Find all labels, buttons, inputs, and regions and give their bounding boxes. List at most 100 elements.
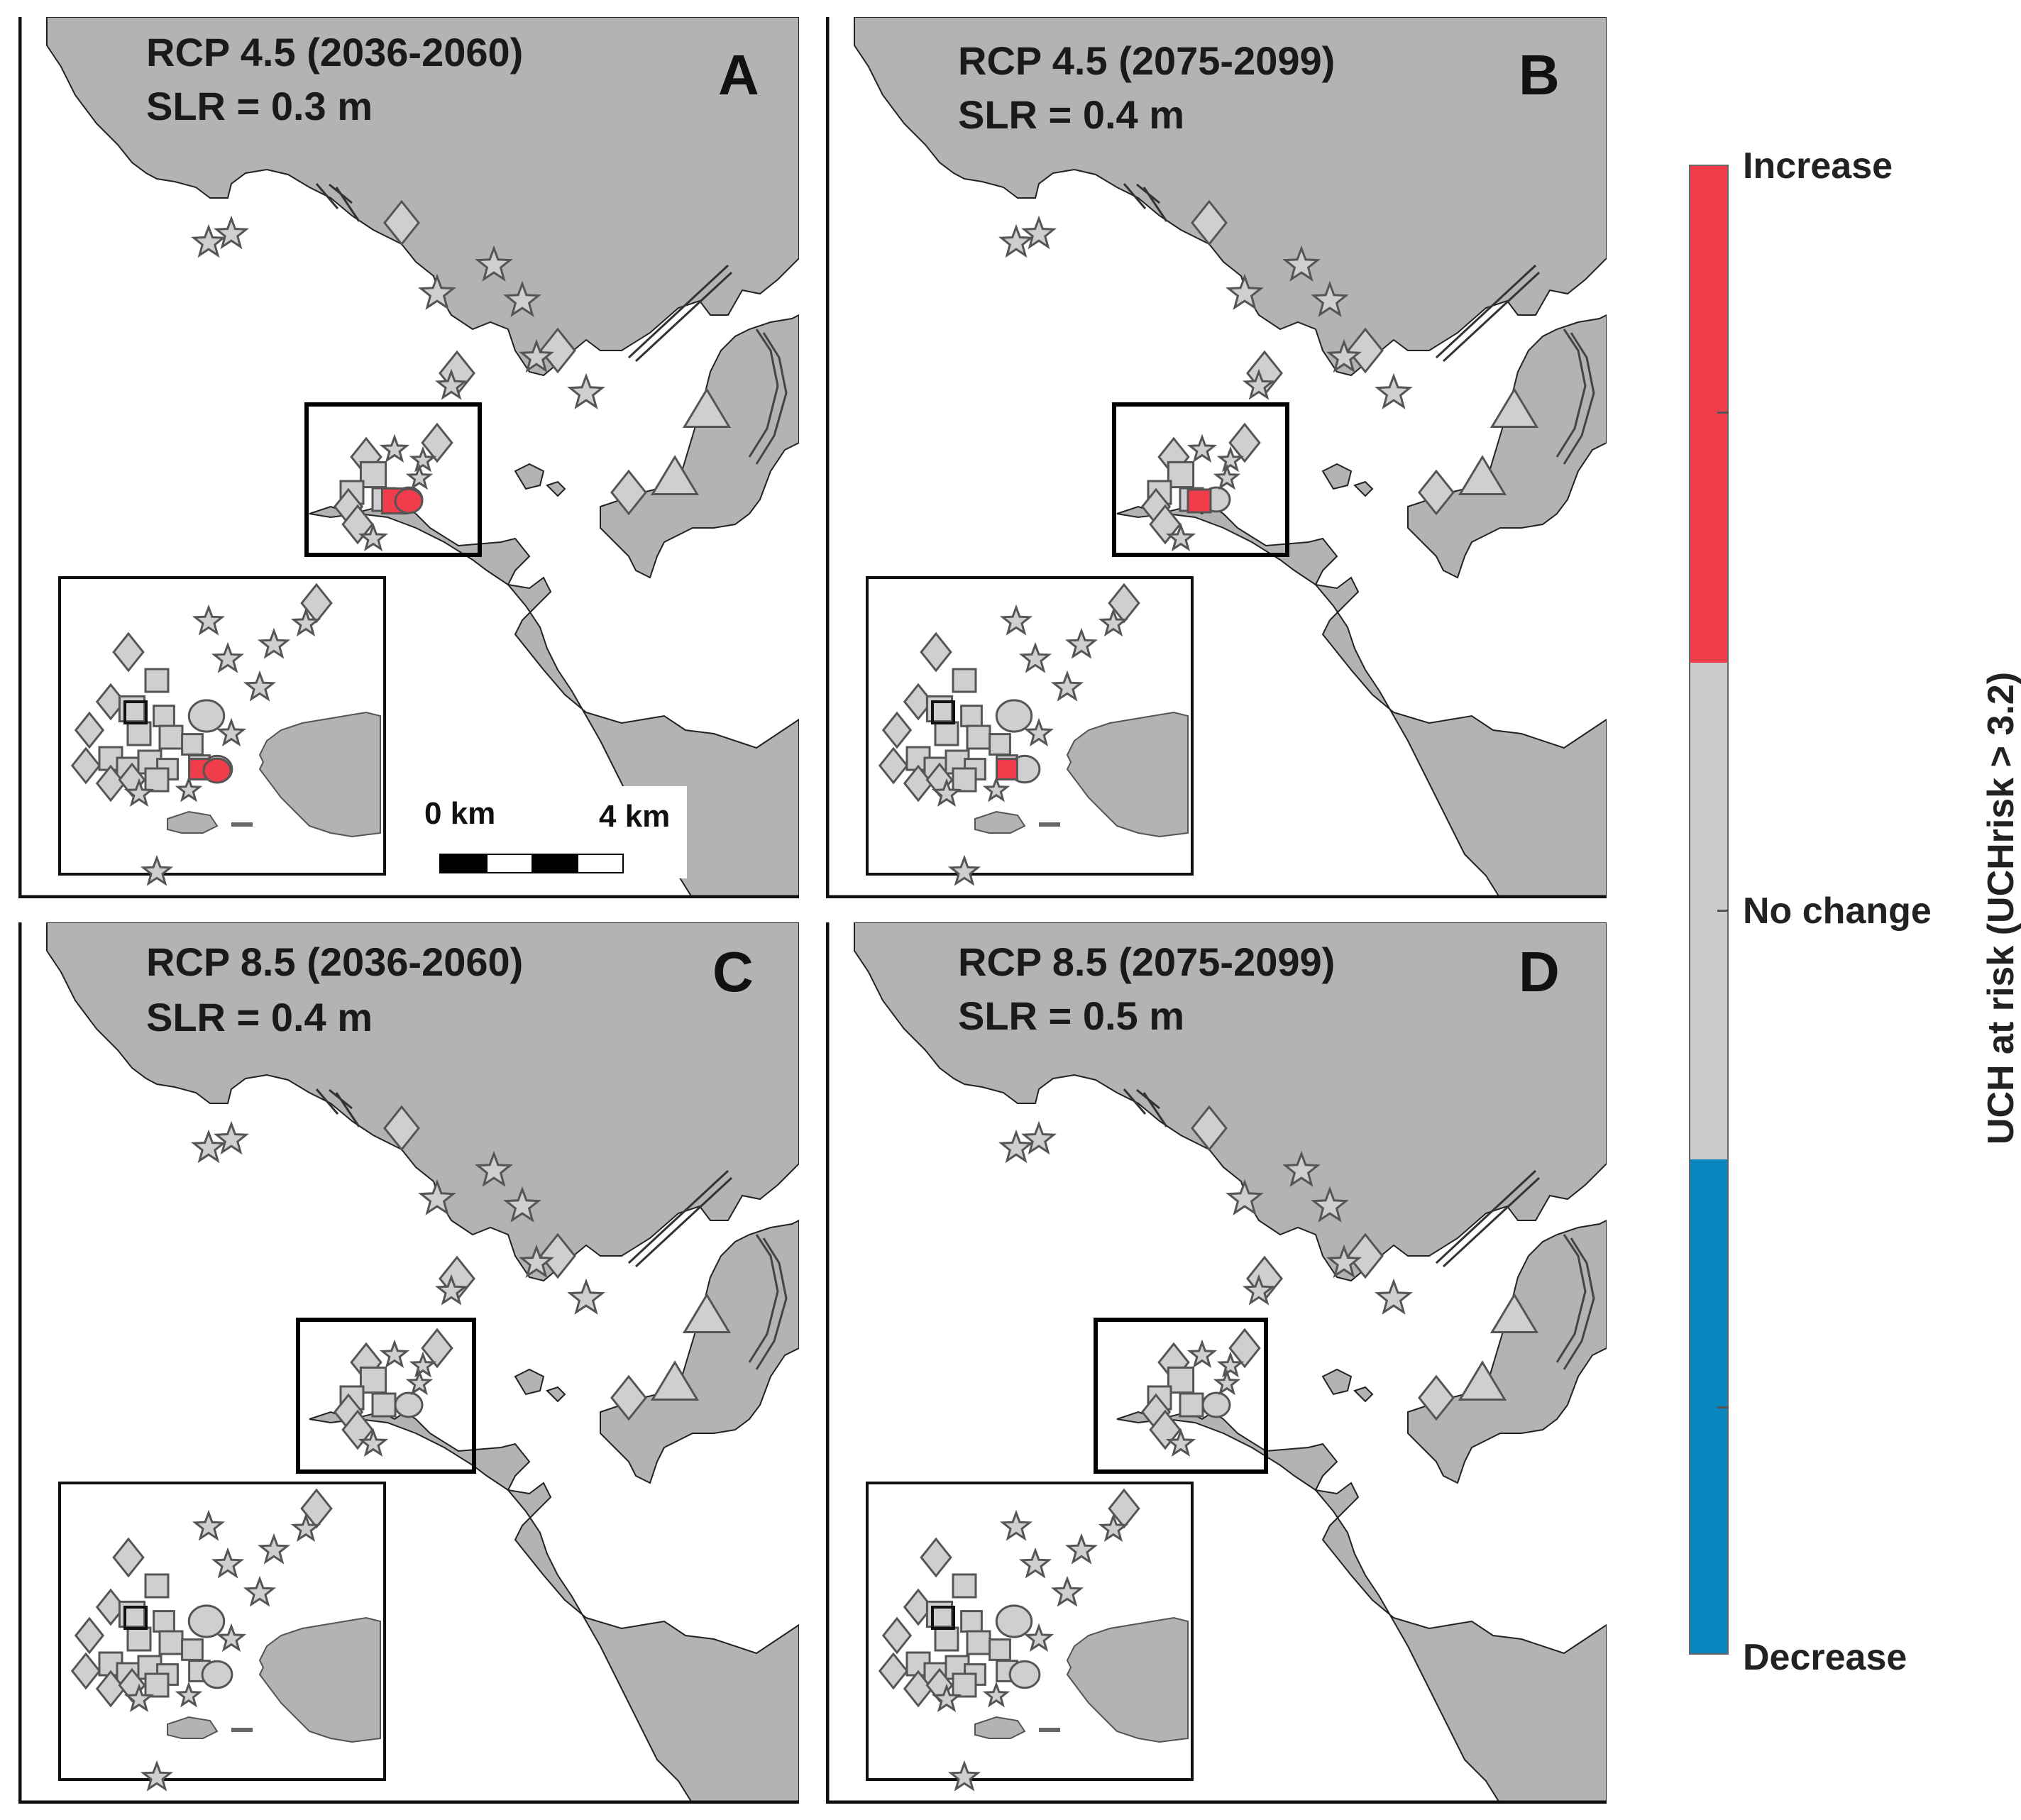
diamond-marker xyxy=(881,1616,913,1655)
star-marker xyxy=(1098,607,1129,637)
star-marker xyxy=(1282,245,1321,282)
land-south xyxy=(1116,1411,1607,1804)
square-marker xyxy=(925,1600,954,1628)
star-marker xyxy=(434,1274,468,1306)
breakwater xyxy=(1435,1169,1541,1268)
map-content xyxy=(826,922,1607,1804)
land-peninsula xyxy=(600,1219,799,1484)
square-marker xyxy=(144,1672,170,1698)
inset-islet xyxy=(167,1716,219,1739)
star-marker xyxy=(192,604,226,636)
star-marker xyxy=(1165,1428,1196,1457)
inset-islet xyxy=(167,810,219,834)
diamond-marker xyxy=(70,1652,101,1690)
star-marker xyxy=(503,1186,541,1223)
inset-highlight-square-marker xyxy=(996,758,1018,781)
diamond-marker xyxy=(95,1670,126,1708)
square-marker xyxy=(925,695,954,723)
star-marker xyxy=(519,338,554,373)
diamond-marker xyxy=(1347,1232,1384,1279)
star-marker xyxy=(243,670,277,702)
star-marker xyxy=(214,215,249,250)
diamond-marker xyxy=(95,764,126,803)
square-marker xyxy=(934,721,959,746)
diamond-marker xyxy=(112,1537,145,1578)
panel-d-slr: SLR = 0.5 m xyxy=(958,993,1185,1038)
islet xyxy=(546,480,566,497)
legend-title: UCH at risk (UCHrisk > 3.2) xyxy=(1981,671,2021,1145)
legend-label-no-change: No change xyxy=(1743,890,1932,932)
star-marker xyxy=(1226,1179,1264,1215)
star-marker xyxy=(1050,670,1084,702)
star-marker xyxy=(1226,273,1264,310)
highlight-circle-marker xyxy=(394,487,424,514)
star-marker xyxy=(418,273,456,310)
star-marker xyxy=(1023,717,1054,747)
diamond-marker xyxy=(74,711,105,749)
star-marker xyxy=(358,522,389,552)
star-marker xyxy=(1186,1339,1218,1369)
star-marker xyxy=(1098,1513,1129,1543)
star-marker xyxy=(1311,280,1349,317)
pier xyxy=(315,1088,360,1127)
map-content xyxy=(18,922,799,1804)
map-c xyxy=(18,922,799,1804)
star-marker xyxy=(290,607,321,637)
map-frame xyxy=(18,17,799,898)
diamond-marker xyxy=(383,199,420,246)
star-marker xyxy=(1050,1575,1084,1607)
diamond-marker xyxy=(881,711,913,749)
circle-marker xyxy=(995,1604,1033,1638)
star-marker xyxy=(931,1683,962,1713)
land-south xyxy=(1116,505,1607,898)
pier xyxy=(1123,1088,1168,1127)
star-marker xyxy=(211,1547,245,1579)
square-marker xyxy=(158,1630,184,1655)
star-marker xyxy=(947,854,981,886)
diamond-marker xyxy=(74,1616,105,1655)
star-marker xyxy=(1216,1351,1245,1378)
star-marker xyxy=(216,1623,247,1653)
star-marker xyxy=(243,1575,277,1607)
square-marker xyxy=(144,1573,170,1599)
star-marker xyxy=(409,446,437,473)
diamond-marker xyxy=(903,1670,934,1708)
land-peninsula xyxy=(1407,314,1607,579)
star-marker xyxy=(999,1509,1033,1541)
diamond-marker xyxy=(539,1232,576,1279)
star-marker xyxy=(379,1339,410,1369)
map-panel-b: RCP 4.5 (2075-2099) SLR = 0.4 m B xyxy=(826,17,1607,898)
star-marker xyxy=(405,463,434,490)
panel-c-scenario: RCP 8.5 (2036-2060) xyxy=(146,939,524,984)
diamond-marker xyxy=(1418,469,1455,516)
diamond-marker xyxy=(421,422,453,463)
islet xyxy=(1321,463,1353,490)
scale-bar-start-label: 0 km xyxy=(424,796,496,831)
square-marker xyxy=(144,668,170,693)
zoom-box xyxy=(296,1318,476,1474)
star-marker xyxy=(475,1150,513,1187)
triangle-marker xyxy=(650,1360,700,1401)
panel-a-letter: A xyxy=(718,43,759,106)
star-marker xyxy=(1018,1547,1052,1579)
star-marker xyxy=(567,373,605,409)
diamond-marker xyxy=(878,746,909,785)
land-peninsula xyxy=(1407,1219,1607,1484)
circle-marker xyxy=(995,699,1033,733)
land-south xyxy=(309,1411,799,1804)
inset-land xyxy=(1066,711,1189,838)
square-marker xyxy=(181,733,204,756)
star-marker xyxy=(358,1428,389,1457)
square-marker xyxy=(989,733,1011,756)
circle-marker xyxy=(394,1391,424,1418)
star-marker xyxy=(982,1681,1010,1708)
star-marker xyxy=(1375,373,1413,409)
star-marker xyxy=(567,1278,605,1315)
star-marker xyxy=(214,1120,249,1155)
map-d xyxy=(826,922,1607,1804)
star-marker xyxy=(1326,338,1362,373)
land-north xyxy=(46,922,799,1282)
square-marker xyxy=(952,767,977,793)
star-marker xyxy=(1242,1274,1276,1306)
square-marker xyxy=(960,705,983,727)
